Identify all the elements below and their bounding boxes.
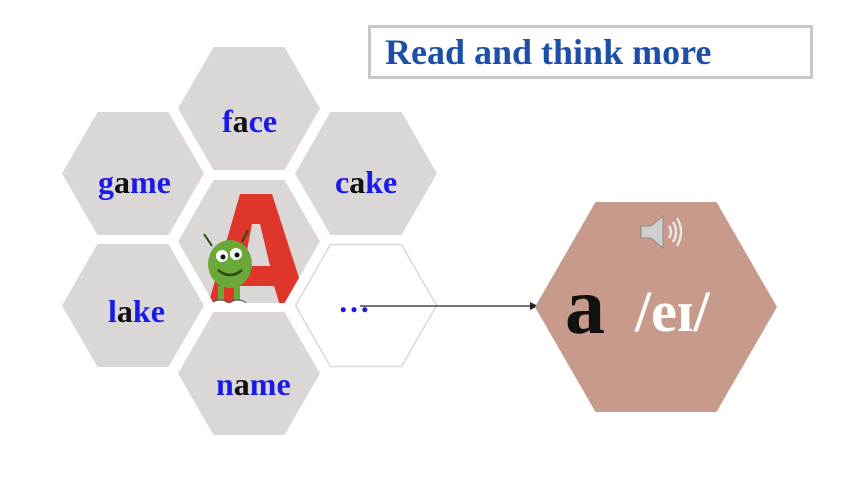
word-game: game [98, 164, 171, 200]
speaker-icon[interactable] [639, 212, 685, 252]
word-face: face [222, 103, 278, 139]
hex-game[interactable]: game [62, 112, 204, 235]
word-cake: cake [335, 164, 398, 200]
phonetic-symbol: /eɪ/ [635, 279, 710, 344]
target-letter: a [565, 263, 605, 351]
hex-center-mascot [178, 180, 320, 303]
hex-face[interactable]: face [178, 47, 320, 170]
word-name: name [216, 366, 291, 402]
page-title: Read and think more [385, 32, 712, 72]
word-lake: lake [108, 293, 165, 329]
hex-cake[interactable]: cake [295, 112, 437, 235]
hex-phonetic: a /eɪ/ [535, 202, 777, 412]
title-box: Read and think more [368, 25, 813, 79]
ellipsis-more: … [338, 283, 370, 319]
arrow-connector [360, 302, 538, 310]
hex-lake[interactable]: lake [62, 244, 204, 367]
cartoon-letter-a-icon [203, 194, 310, 303]
